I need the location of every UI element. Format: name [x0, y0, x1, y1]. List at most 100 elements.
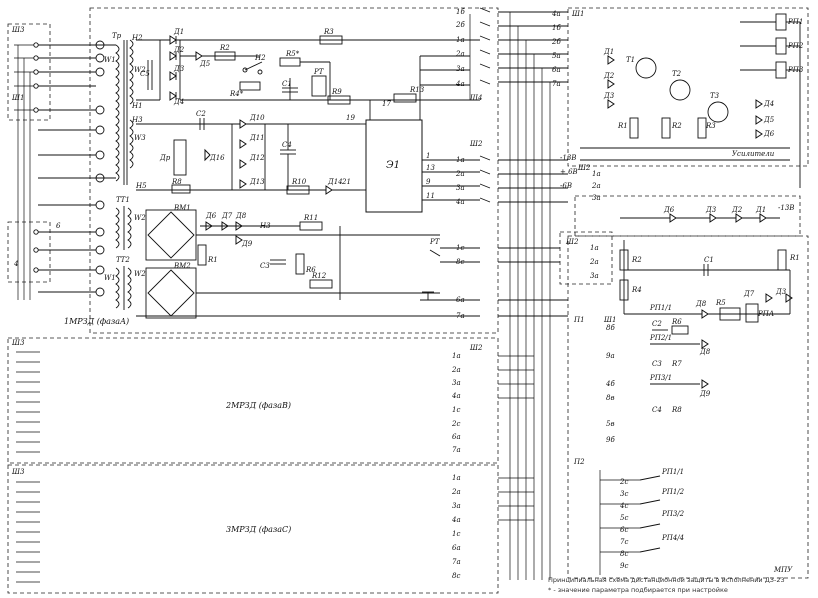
- diode-d14: Д14: [327, 178, 343, 186]
- svg-text:Д6: Д6: [663, 206, 675, 214]
- svg-text:6а: 6а: [452, 544, 461, 552]
- mpu-amplifiers-label: Усилители: [732, 150, 775, 158]
- svg-text:4б: 4б: [605, 380, 615, 388]
- diode-d13: Д13: [249, 178, 265, 186]
- diode-d4: Д4: [173, 98, 184, 106]
- svg-text:-6В: -6В: [560, 182, 572, 190]
- svg-text:Д3: Д3: [603, 92, 615, 100]
- svg-text:Д7: Д7: [743, 290, 755, 298]
- svg-text:8б: 8б: [606, 324, 615, 332]
- term-mid-4a: 4а: [455, 198, 465, 206]
- res-r2: R2: [219, 44, 230, 52]
- pin-19: 19: [346, 114, 355, 122]
- svg-text:7а: 7а: [452, 446, 461, 454]
- mpu-sh2: -13В Ш2 1а 2а 3а + 6В -6В: [560, 154, 601, 202]
- module-c-frame: [7, 464, 499, 594]
- svg-text:С2: С2: [652, 320, 662, 328]
- svg-text:R1: R1: [617, 122, 628, 130]
- svg-text:7а: 7а: [552, 80, 561, 88]
- module-b-label: 2МРЗД (фазаВ): [225, 401, 291, 410]
- svg-text:РП1/1: РП1/1: [649, 304, 672, 312]
- pin-17: 17: [382, 100, 391, 108]
- term-2b: 2б: [455, 21, 465, 29]
- svg-text:4а: 4а: [451, 392, 461, 400]
- caption-line-1: Принципиальная схема дистанционной защит…: [548, 576, 785, 584]
- pin-11: 11: [426, 192, 435, 200]
- cap-c3: С3: [260, 262, 270, 270]
- mpu-diode-row: Д6 Д3 Д2 Д1 -13В: [620, 204, 794, 223]
- res-r11: R11: [303, 214, 318, 222]
- svg-text:Д2: Д2: [731, 206, 743, 214]
- svg-text:П1: П1: [573, 316, 585, 324]
- svg-text:+ 6В: + 6В: [560, 168, 578, 176]
- pin-21: 21: [341, 178, 351, 186]
- svg-text:Д8: Д8: [695, 300, 707, 308]
- module-b-terminals: Ш2 1а 2а 3а 4а 1с 2с 6а 7а: [451, 344, 483, 454]
- svg-text:5а: 5а: [552, 52, 561, 60]
- transistor-t3: Т3: [710, 92, 720, 100]
- tt2-w2: W2: [134, 270, 146, 278]
- tap-h2: Н2: [131, 34, 143, 42]
- winding-w2: W2: [134, 66, 146, 74]
- diode-d16: Д16: [209, 154, 225, 162]
- svg-text:3а: 3а: [452, 379, 461, 387]
- sh4-label: Ш4: [469, 94, 482, 102]
- svg-text:3а: 3а: [592, 194, 601, 202]
- module-b-frame: [7, 337, 499, 464]
- svg-text:1с: 1с: [452, 530, 460, 538]
- bridge-vm1: ВМ1: [173, 204, 191, 212]
- module-b-connector: Ш3: [11, 339, 40, 453]
- term-mid-3a: 3а: [456, 184, 465, 192]
- svg-text:R1: R1: [789, 254, 800, 262]
- left-connector-sh3: Ш3 Ш1: [11, 26, 39, 113]
- term-2a: 2а: [455, 50, 465, 58]
- transistor-t1: Т1: [626, 56, 635, 64]
- svg-text:Ш2: Ш2: [565, 238, 579, 246]
- res-r9: R9: [331, 88, 342, 96]
- diode-d9: Д9: [241, 240, 253, 248]
- tt1-w2: W2: [134, 214, 146, 222]
- tap-h3: Н3: [131, 116, 143, 124]
- sh3-label: Ш3: [11, 26, 25, 34]
- res-r6: R6: [305, 266, 316, 274]
- diode-d5: Д5: [199, 60, 211, 68]
- svg-text:1а: 1а: [452, 352, 461, 360]
- mpu-middle: Ш2 1а 2а 3а R2 R4 С1 R1: [565, 238, 800, 314]
- tt1-label: ТТ1: [116, 196, 130, 204]
- sh3-pins: [14, 42, 39, 89]
- svg-text:6а: 6а: [552, 66, 561, 74]
- tap-h5: Н5: [135, 182, 147, 190]
- main-transformer: Тр W1 W2 W3 Н2 Н1 Н3: [96, 32, 146, 185]
- middle-circuit: 19 С2 Др Д16 Д10 Д11 Д12 Д13 С4 R10 R8 Н…: [135, 110, 360, 195]
- pin-1: 1: [426, 152, 430, 160]
- pin-13: 13: [426, 164, 435, 172]
- svg-text:R8: R8: [671, 406, 682, 414]
- res-r12: R12: [311, 272, 327, 280]
- svg-text:Д6: Д6: [763, 130, 775, 138]
- svg-text:3а: 3а: [452, 502, 461, 510]
- svg-text:8с: 8с: [452, 572, 460, 580]
- block-e1-label: Э1: [386, 160, 400, 171]
- svg-text:Д1: Д1: [603, 48, 614, 56]
- svg-text:2а: 2а: [451, 488, 461, 496]
- term-mid-1a: 1а: [456, 156, 465, 164]
- module-a-frame: [7, 7, 499, 334]
- svg-text:6с: 6с: [620, 526, 628, 534]
- svg-text:-13В: -13В: [560, 154, 576, 162]
- svg-text:-13В: -13В: [778, 204, 794, 212]
- diode-d7: Д7: [221, 212, 233, 220]
- term-1a: 1а: [456, 36, 465, 44]
- svg-text:С3: С3: [652, 360, 662, 368]
- svg-text:Д8: Д8: [699, 348, 711, 356]
- res-r10: R10: [291, 178, 307, 186]
- rt-label: РТ: [313, 68, 325, 76]
- svg-text:1с: 1с: [452, 406, 460, 414]
- cap-c1: С1: [282, 80, 292, 88]
- res-r5: R5*: [285, 50, 300, 58]
- svg-text:R2: R2: [631, 256, 642, 264]
- svg-text:7с: 7с: [620, 538, 628, 546]
- diode-d11: Д11: [249, 134, 265, 142]
- svg-text:3а: 3а: [590, 272, 599, 280]
- winding-w3: W3: [134, 134, 146, 142]
